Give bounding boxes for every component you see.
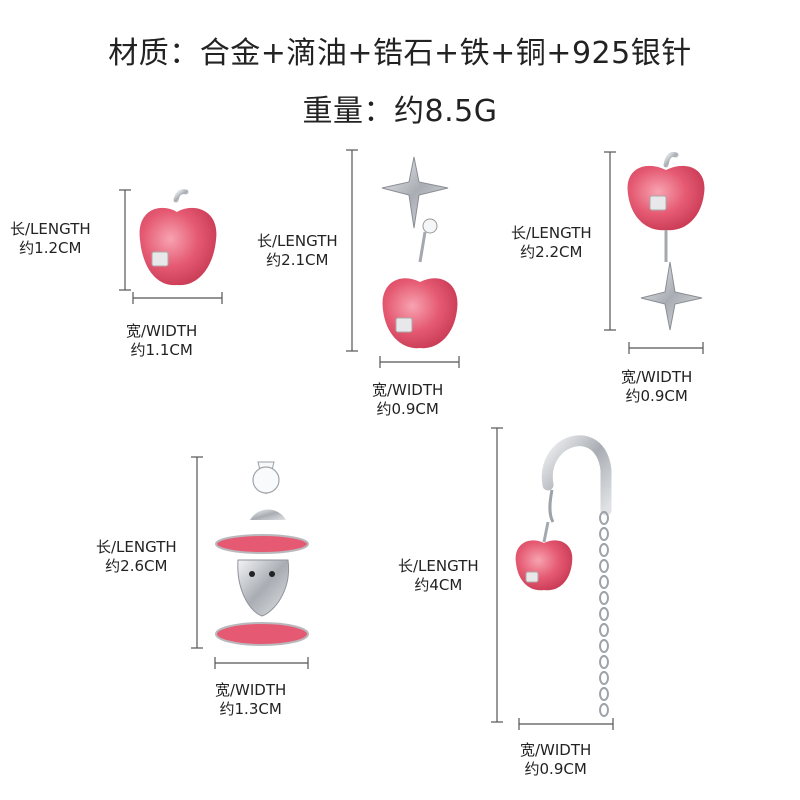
item1-length-value: 约1.2CM bbox=[19, 239, 82, 257]
item5-length-value: 约4CM bbox=[414, 576, 463, 594]
material-title: 材质：合金+滴油+锆石+铁+铜+925银针 bbox=[108, 36, 692, 71]
item3-length-title: 长/LENGTH bbox=[511, 224, 592, 242]
rabbit-apple-core-icon bbox=[215, 461, 309, 646]
item5-length-title: 长/LENGTH bbox=[398, 557, 479, 575]
item3-width-label: 宽/WIDTH 约0.9CM bbox=[621, 368, 692, 406]
hoop-apple-chain-icon bbox=[515, 435, 612, 717]
item2-width-value: 约0.9CM bbox=[376, 400, 439, 418]
item2-width-title: 宽/WIDTH bbox=[372, 381, 444, 399]
item3-width-value: 约0.9CM bbox=[625, 387, 688, 405]
item3-length-value: 约2.2CM bbox=[520, 243, 583, 261]
item1-width-title: 宽/WIDTH bbox=[126, 322, 198, 340]
item2-length-value: 约2.1CM bbox=[266, 251, 329, 269]
item3-length-label: 长/LENGTH 约2.2CM bbox=[511, 224, 592, 262]
item5-width-value: 约0.9CM bbox=[524, 760, 587, 778]
item4-width-title: 宽/WIDTH bbox=[215, 681, 287, 699]
dimension-lines bbox=[119, 149, 704, 730]
apple-stud-icon bbox=[139, 189, 217, 286]
item4-width-value: 约1.3CM bbox=[219, 700, 282, 718]
item4-width-label: 宽/WIDTH 约1.3CM bbox=[215, 681, 286, 719]
item4-length-value: 约2.6CM bbox=[105, 557, 168, 575]
item4-length-label: 长/LENGTH 约2.6CM bbox=[96, 538, 177, 576]
item1-length-label: 长/LENGTH 约1.2CM bbox=[10, 220, 91, 258]
item1-length-title: 长/LENGTH bbox=[10, 220, 91, 238]
item5-width-title: 宽/WIDTH bbox=[520, 741, 592, 759]
item4-length-title: 长/LENGTH bbox=[96, 538, 177, 556]
weight-title: 重量：约8.5G bbox=[302, 94, 498, 129]
item3-width-title: 宽/WIDTH bbox=[621, 368, 693, 386]
star-apple-drop-icon bbox=[381, 156, 458, 349]
item1-width-label: 宽/WIDTH 约1.1CM bbox=[126, 322, 197, 360]
item2-width-label: 宽/WIDTH 约0.9CM bbox=[372, 381, 443, 419]
chain-icon bbox=[599, 511, 609, 717]
item5-length-label: 长/LENGTH 约4CM bbox=[398, 557, 479, 595]
item1-width-value: 约1.1CM bbox=[130, 341, 193, 359]
item5-width-label: 宽/WIDTH 约0.9CM bbox=[520, 741, 591, 779]
item2-length-title: 长/LENGTH bbox=[257, 232, 338, 250]
apple-star-drop-icon bbox=[627, 152, 705, 331]
item2-length-label: 长/LENGTH 约2.1CM bbox=[257, 232, 338, 270]
